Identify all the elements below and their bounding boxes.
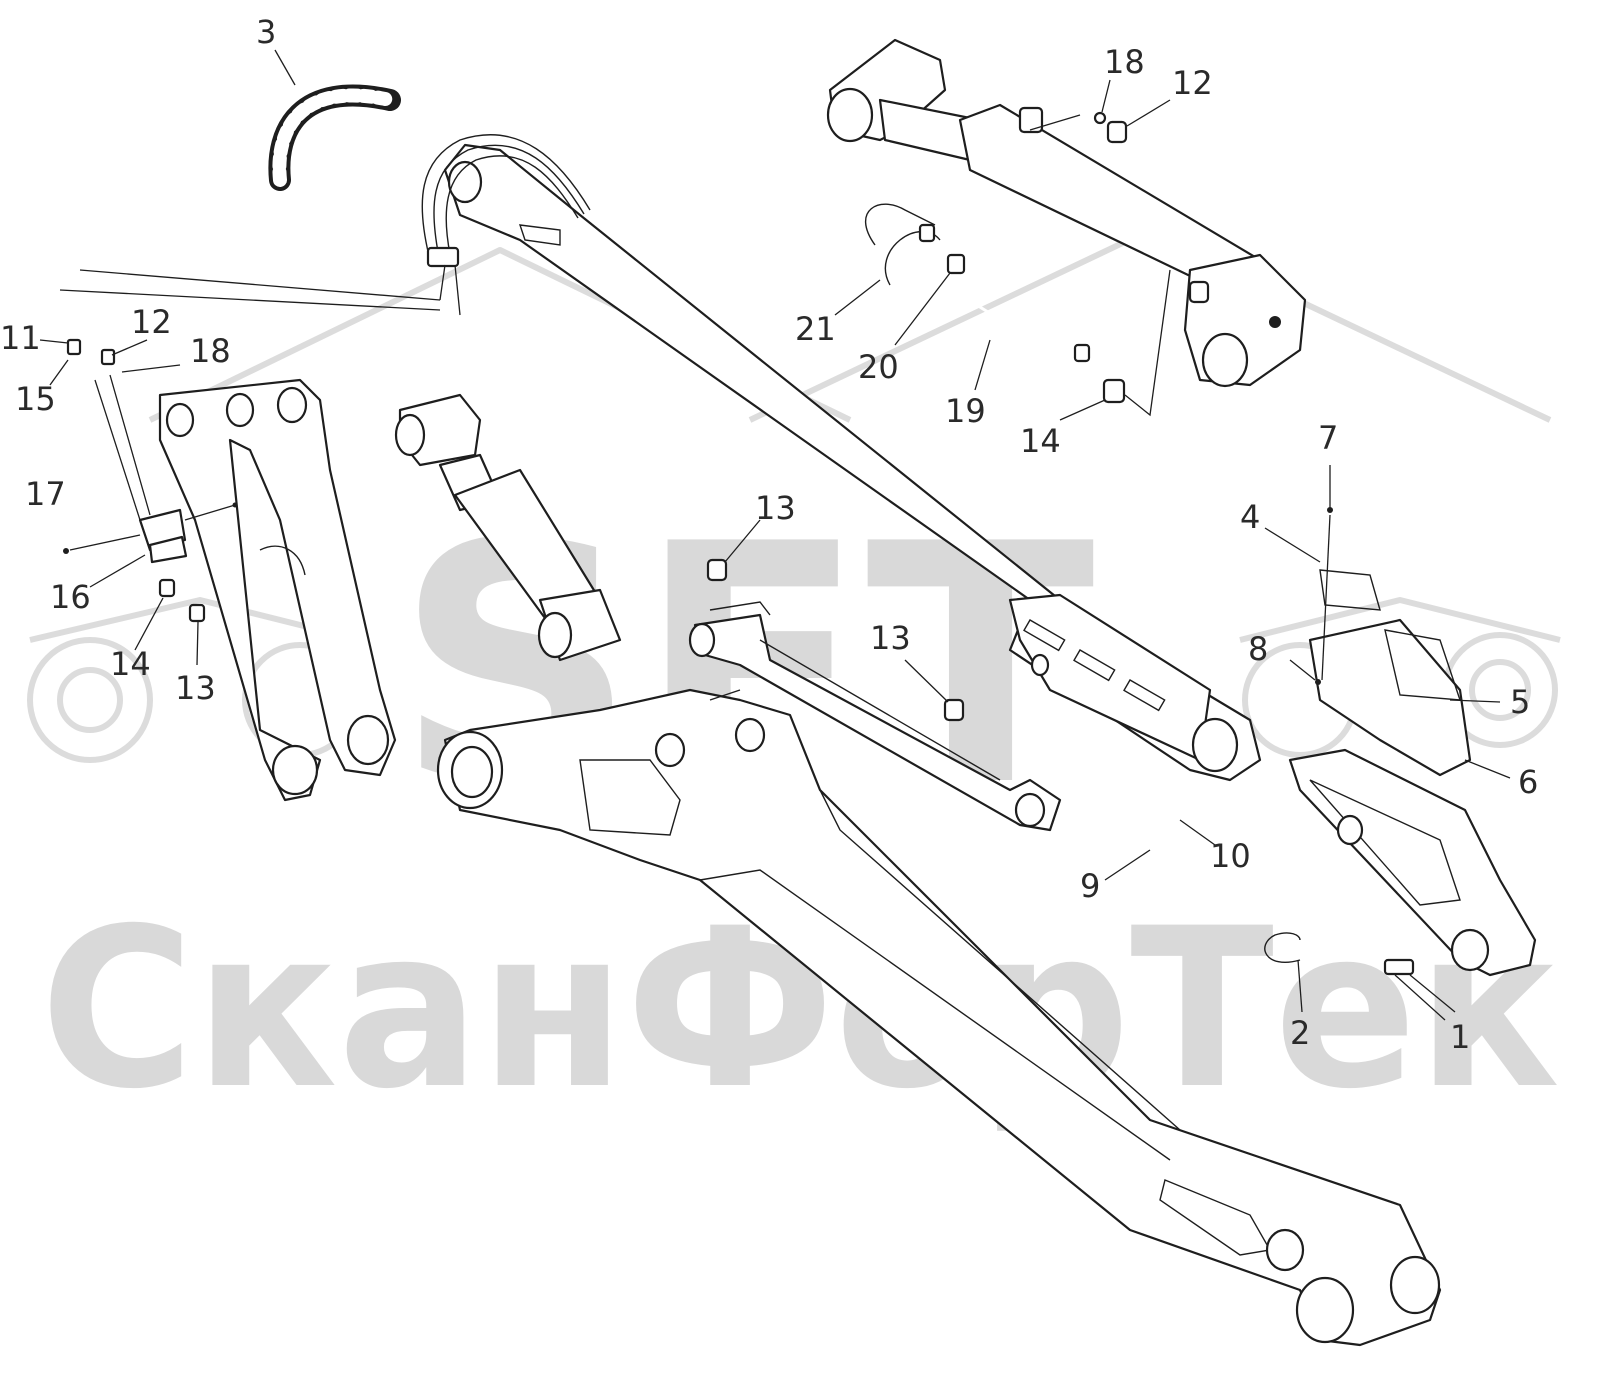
spiral-hose-guard — [268, 84, 401, 191]
small-cylinder — [394, 393, 622, 662]
callout-14-left: 14 — [110, 645, 151, 683]
upper-boom — [443, 143, 1262, 782]
callout-15: 15 — [15, 380, 56, 418]
callout-13-right: 13 — [870, 619, 911, 657]
callout-13-center: 13 — [755, 489, 796, 527]
callout-21: 21 — [795, 310, 836, 348]
callout-labels: 1 2 3 4 5 6 7 8 9 10 11 12 12 13 13 13 1… — [0, 13, 1538, 1056]
callout-20: 20 — [858, 348, 899, 386]
link-arm — [158, 378, 397, 802]
callout-12-left: 12 — [131, 303, 172, 341]
callout-16: 16 — [50, 578, 91, 616]
large-cylinder — [826, 38, 1307, 388]
callout-19: 19 — [945, 392, 986, 430]
callout-3: 3 — [256, 13, 276, 51]
callout-2: 2 — [1290, 1014, 1310, 1052]
callout-18-left: 18 — [190, 332, 231, 370]
callout-7: 7 — [1318, 419, 1338, 457]
callout-8: 8 — [1248, 630, 1268, 668]
callout-11: 11 — [0, 319, 41, 357]
callout-9: 9 — [1080, 867, 1100, 905]
guard-plates — [1308, 507, 1472, 777]
callout-12-right: 12 — [1172, 64, 1213, 102]
bucket-link-arm — [1288, 748, 1537, 977]
hose-clip-assembly — [63, 502, 238, 564]
callout-18-right: 18 — [1104, 43, 1145, 81]
leader-lines — [39, 49, 1511, 1021]
hose-bundle — [421, 134, 591, 268]
main-boom — [436, 688, 1442, 1347]
long-cylinder — [688, 601, 1062, 832]
callout-4: 4 — [1240, 498, 1260, 536]
callout-5: 5 — [1510, 683, 1530, 721]
callout-14-right: 14 — [1020, 422, 1061, 460]
callout-17: 17 — [25, 475, 66, 513]
callout-6: 6 — [1518, 763, 1538, 801]
callout-1: 1 — [1450, 1018, 1470, 1056]
circlip — [1264, 932, 1301, 963]
callout-10: 10 — [1210, 837, 1251, 875]
callout-13-left: 13 — [175, 669, 216, 707]
steel-line — [864, 203, 1091, 363]
hardware-fittings — [66, 111, 1415, 976]
